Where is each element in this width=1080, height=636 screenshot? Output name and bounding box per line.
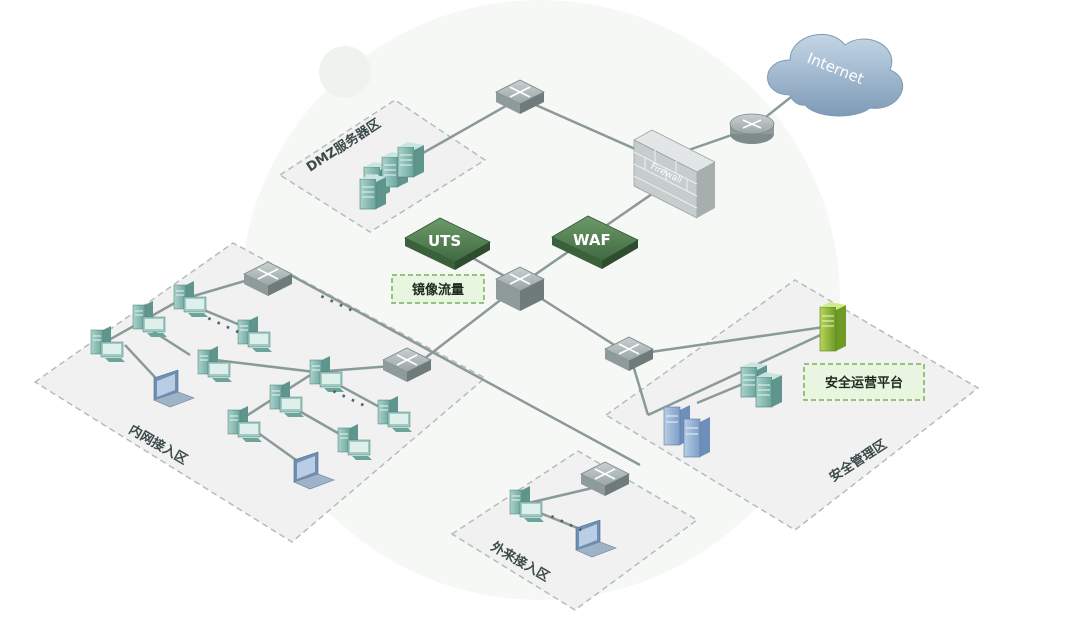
internet-cloud: Internet <box>767 33 903 117</box>
uts-label: UTS <box>428 232 461 250</box>
soc-platform-server-icon <box>819 302 846 352</box>
dmz-server-3-icon <box>397 141 425 178</box>
background-watermark-dot <box>319 46 371 98</box>
security-server-blue-2-icon <box>683 417 710 458</box>
firewall: Firewall <box>633 129 716 219</box>
waf-appliance: WAF <box>551 215 639 269</box>
mirror-traffic-label: 镜像流量 <box>412 282 464 298</box>
security-server-2-icon <box>755 371 783 408</box>
security-devices <box>663 302 846 458</box>
dmz-server-4-icon <box>359 173 387 210</box>
soc-platform-tag: 安全运营平台 <box>803 363 925 401</box>
waf-label: WAF <box>573 231 611 249</box>
core-switch-body <box>496 279 544 311</box>
router <box>729 113 775 144</box>
soc-platform-label: 安全运营平台 <box>825 375 903 391</box>
uts-appliance: UTS <box>404 217 491 270</box>
mirror-traffic-tag: 镜像流量 <box>391 274 485 304</box>
